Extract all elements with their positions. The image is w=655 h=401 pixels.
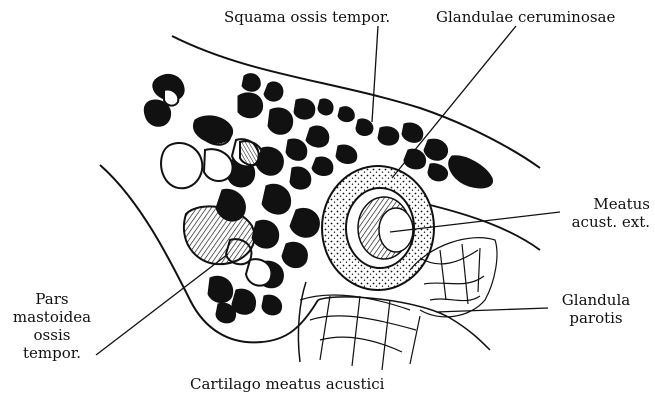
label-pars-mastoidea: Pars mastoidea ossis tempor. (8, 290, 96, 362)
section-outline-upper (172, 36, 540, 168)
label-parotis-line1: Glandula (548, 291, 644, 309)
label-cartilago: Cartilago meatus acustici (190, 375, 384, 393)
label-glandulae-ceruminosae: Glandulae ceruminosae (436, 8, 615, 26)
parotid-outline (318, 297, 490, 350)
right-skin-curve (430, 205, 540, 250)
label-squama: Squama ossis tempor. (224, 8, 390, 26)
label-pars-line4: tempor. (8, 344, 96, 362)
label-parotis-line2: parotis (548, 309, 644, 327)
label-pars-line3: ossis (8, 326, 96, 344)
mastoid-cells (144, 74, 492, 323)
label-glandula-parotis: Glandula parotis (548, 291, 644, 327)
meatus-acusticus (322, 166, 434, 290)
label-pars-line2: mastoidea (8, 308, 96, 326)
label-pars-line1: Pars (8, 290, 96, 308)
label-meatus-line2: acust. ext. (560, 213, 650, 231)
label-meatus-line1: Meatus (560, 195, 650, 213)
label-meatus: Meatus acust. ext. (560, 195, 650, 231)
